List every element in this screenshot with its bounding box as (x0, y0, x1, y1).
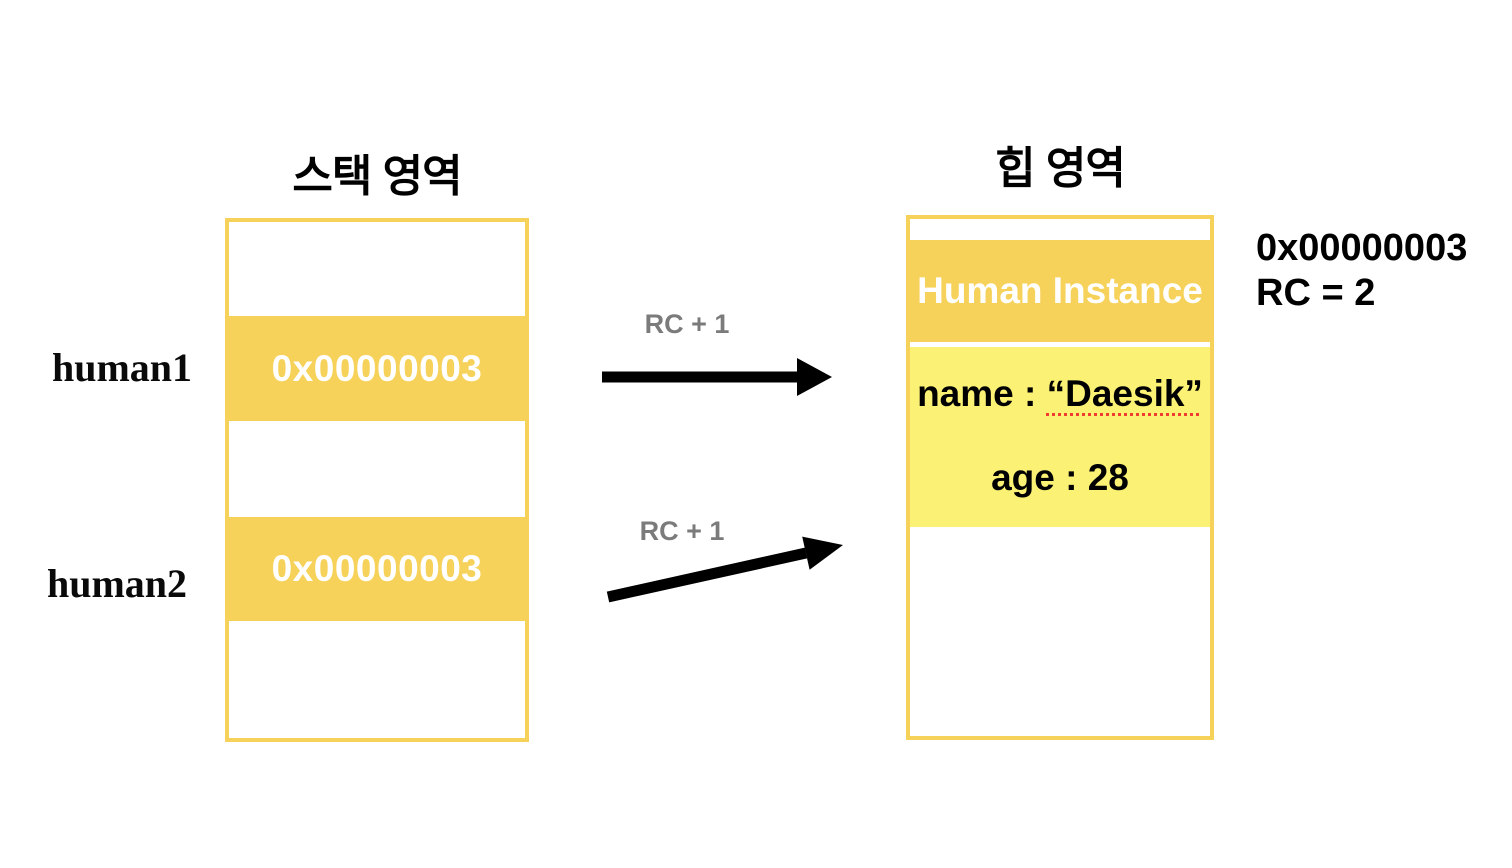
heap-box: Human Instance name : “Daesik” age : 28 (906, 215, 1214, 740)
stack-pointer-value-1: 0x00000003 (271, 347, 483, 389)
stack-pointer-value-2: 0x00000003 (271, 548, 483, 589)
stack-row-pointer-human1: 0x00000003 (229, 316, 525, 421)
stack-row-empty-2 (229, 421, 525, 517)
heap-annotation: 0x00000003 RC = 2 (1256, 226, 1467, 316)
heap-field-name: name : “Daesik” (910, 369, 1210, 419)
stack-row-empty-3 (229, 621, 525, 738)
stack-var-label-human2: human2 (46, 561, 188, 606)
stack-var-label-human1: human1 (51, 345, 193, 390)
stack-box: 0x00000003 0x00000003 (225, 218, 529, 742)
arrow-rc-human1 (602, 358, 832, 396)
stack-area-title: 스택 영역 (292, 152, 462, 201)
arrow-label-rc2: RC + 1 (639, 516, 725, 546)
annotation-rc: RC = 2 (1256, 272, 1376, 314)
heap-field-age: age : 28 (991, 457, 1129, 498)
heap-divider (910, 342, 1210, 347)
stack-row-pointer-human2: 0x00000003 (229, 517, 525, 621)
heap-area-title: 힙 영역 (995, 144, 1126, 193)
stack-row-empty-1 (229, 222, 525, 316)
heap-field-name-label: name : (917, 373, 1047, 414)
heap-empty-bottom (910, 527, 1210, 736)
heap-header: Human Instance (910, 240, 1210, 342)
heap-field-name-value: “Daesik” (1046, 373, 1203, 414)
heap-fields: name : “Daesik” age : 28 (910, 347, 1210, 527)
arrow-label-rc1: RC + 1 (644, 309, 730, 339)
heap-empty-strip (910, 219, 1210, 240)
annotation-address: 0x00000003 (1256, 227, 1468, 269)
